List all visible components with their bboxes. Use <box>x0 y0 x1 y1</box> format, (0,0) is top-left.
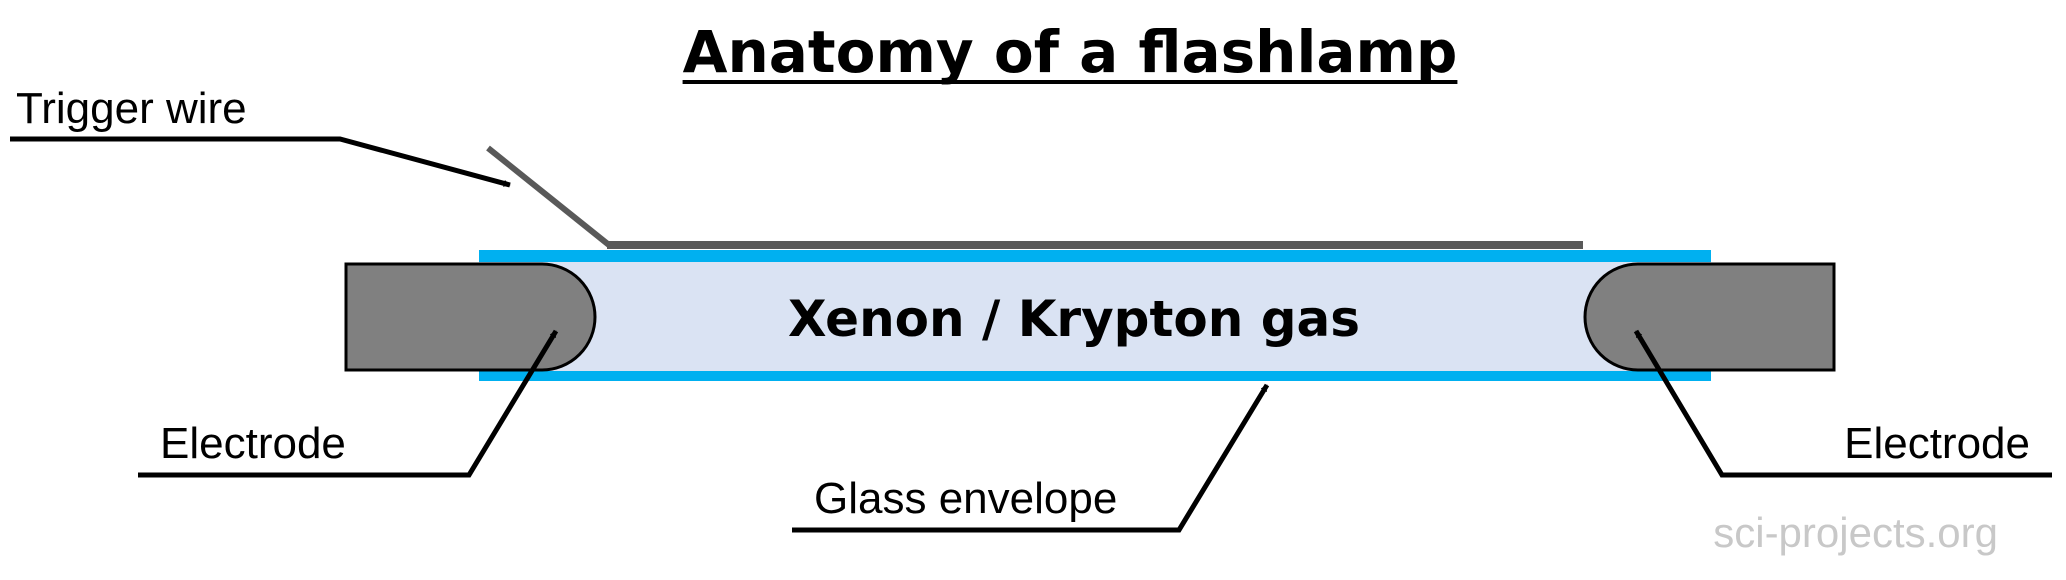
glass-envelope-leader <box>792 383 1270 533</box>
electrode-left-leader <box>138 329 559 478</box>
glass-envelope-label: Glass envelope <box>814 474 1117 523</box>
gas-label: Xenon / Krypton gas <box>788 290 1360 348</box>
trigger-wire-leader <box>10 136 511 188</box>
diagram-title: Anatomy of a flashlamp <box>683 18 1458 86</box>
electrode-left-label: Electrode <box>160 419 346 468</box>
electrode-left <box>344 262 597 372</box>
electrode-right-leader <box>1633 329 2052 478</box>
electrode-right <box>1583 262 1836 372</box>
trigger-wire-label: Trigger wire <box>16 84 247 133</box>
electrode-right-label: Electrode <box>1844 419 2030 468</box>
trigger-wire-lead <box>486 145 611 248</box>
credit-watermark: sci-projects.org <box>1713 509 1998 556</box>
gas-fill <box>479 262 1711 371</box>
